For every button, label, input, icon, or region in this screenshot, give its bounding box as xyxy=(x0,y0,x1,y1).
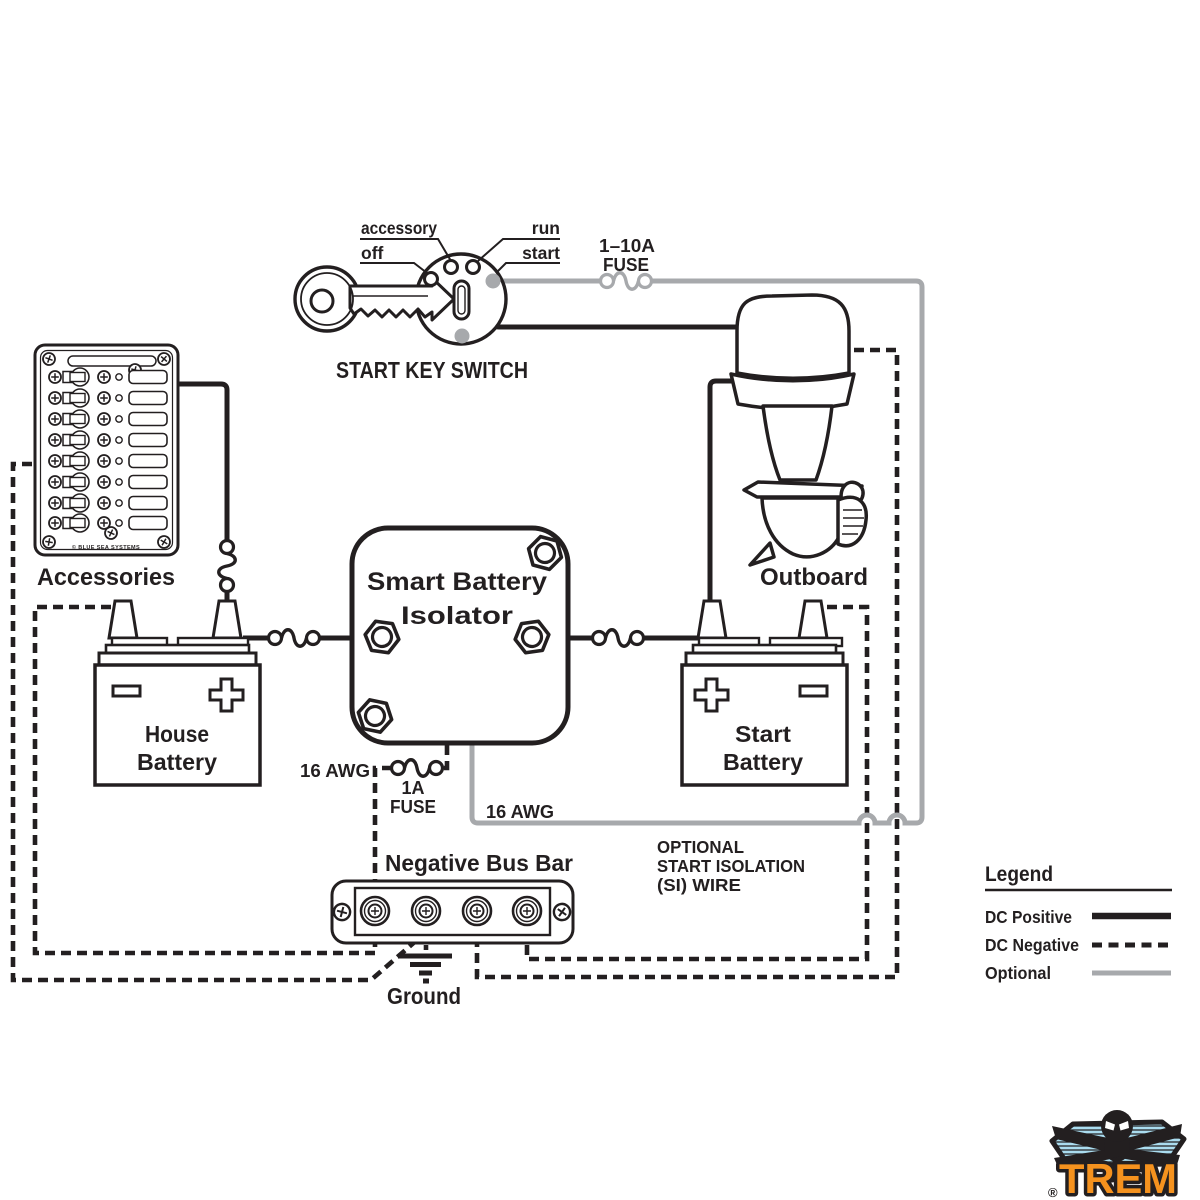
battery-post-positive xyxy=(211,599,243,640)
trem-logo: TREM ® xyxy=(1048,1110,1187,1200)
key-fuse-label-line1: 1–10A xyxy=(599,236,655,256)
wire-start-negative xyxy=(524,604,870,962)
wire-accessories-negative xyxy=(10,461,427,983)
screw-icon xyxy=(41,534,57,550)
wire-isolator-ground-fused xyxy=(372,765,392,905)
isolator-label-line1: Smart Battery xyxy=(367,568,547,596)
smart-battery-isolator: Smart Battery Isolator xyxy=(349,525,571,746)
wire-outboard-positive xyxy=(707,378,740,630)
accessories-panel: © BLUE SEA SYSTEMS xyxy=(33,343,180,557)
terminal-accessory xyxy=(443,259,459,275)
bus-bar-label: Negative Bus Bar xyxy=(385,850,573,876)
panel-brand-text: © BLUE SEA SYSTEMS xyxy=(72,544,140,551)
minus-symbol xyxy=(798,684,829,698)
wire-optional-si-b xyxy=(469,278,925,826)
legend-item-dc-positive: DC Positive xyxy=(985,907,1072,927)
si-note-line1: OPTIONAL xyxy=(657,837,744,857)
start-battery: Start Battery xyxy=(680,599,849,787)
dc-negative-wires xyxy=(10,347,900,983)
pointer-lines xyxy=(360,238,560,274)
si-note-line2: START ISOLATION xyxy=(657,856,805,876)
wire-labels: 1–10A FUSE 16 AWG 1A FUSE 16 AWG OPTIONA… xyxy=(300,236,805,1009)
si-fuse-label-line1: 1A xyxy=(401,778,424,798)
ground-symbol xyxy=(398,953,452,984)
bus-terminal-icon xyxy=(410,895,442,927)
wire-house-negative xyxy=(32,604,378,956)
house-battery-label-line1: House xyxy=(145,721,209,747)
accessories-label: Accessories xyxy=(37,564,175,591)
legend: Legend DC Positive DC Negative Optional xyxy=(985,863,1172,983)
bus-terminal-icon xyxy=(511,895,543,927)
battery-post-negative xyxy=(107,599,139,640)
plus-symbol xyxy=(208,677,245,713)
start-key-switch: accessory off run start START KEY SWITCH xyxy=(293,218,560,383)
start-battery-label-line1: Start xyxy=(735,721,791,747)
minus-symbol xyxy=(111,684,142,698)
plus-symbol xyxy=(693,677,730,713)
start-battery-label-line2: Battery xyxy=(723,749,803,775)
outboard-motor xyxy=(729,293,868,567)
logo-octopus-head xyxy=(1101,1110,1133,1142)
outboard-label: Outboard xyxy=(760,564,868,591)
key-switch-title: START KEY SWITCH xyxy=(336,357,528,383)
battery-post-negative xyxy=(797,599,829,640)
logo-octopus xyxy=(1052,1110,1182,1183)
house-battery-label-line2: Battery xyxy=(137,749,217,775)
legend-item-optional: Optional xyxy=(985,963,1051,983)
label-run: run xyxy=(532,218,560,238)
isolator-label-line2: Isolator xyxy=(401,602,513,630)
terminal-off xyxy=(423,271,439,287)
label-start: start xyxy=(522,243,560,263)
awg-label-right: 16 AWG xyxy=(486,802,554,822)
logo-registered-mark: ® xyxy=(1048,1185,1058,1200)
terminal-bottom xyxy=(454,328,470,344)
legend-title: Legend xyxy=(985,863,1053,886)
battery-post-positive xyxy=(696,599,728,640)
logo-eye-left xyxy=(1105,1121,1115,1131)
si-fuse-label-line2: FUSE xyxy=(390,797,436,817)
bus-terminal-icon xyxy=(359,895,391,927)
ground-label: Ground xyxy=(387,983,461,1009)
house-battery: House Battery xyxy=(93,599,262,787)
label-off: off xyxy=(361,243,384,263)
wire-outboard-negative xyxy=(474,347,900,980)
key-fuse-label-line2: FUSE xyxy=(603,255,649,275)
wire-isolator-ground-fused-2 xyxy=(444,745,450,771)
logo-wordmark: TREM xyxy=(1059,1155,1177,1200)
awg-label-left: 16 AWG xyxy=(300,761,370,781)
negative-bus-bar xyxy=(330,879,575,945)
optional-si-wire xyxy=(469,271,925,826)
legend-item-dc-negative: DC Negative xyxy=(985,935,1079,955)
terminal-run xyxy=(465,259,481,275)
label-accessory: accessory xyxy=(361,218,437,238)
logo-eye-right xyxy=(1119,1121,1129,1131)
terminal-start xyxy=(485,273,501,289)
bus-terminal-icon xyxy=(461,895,493,927)
si-note-line3: (SI) WIRE xyxy=(657,875,741,895)
